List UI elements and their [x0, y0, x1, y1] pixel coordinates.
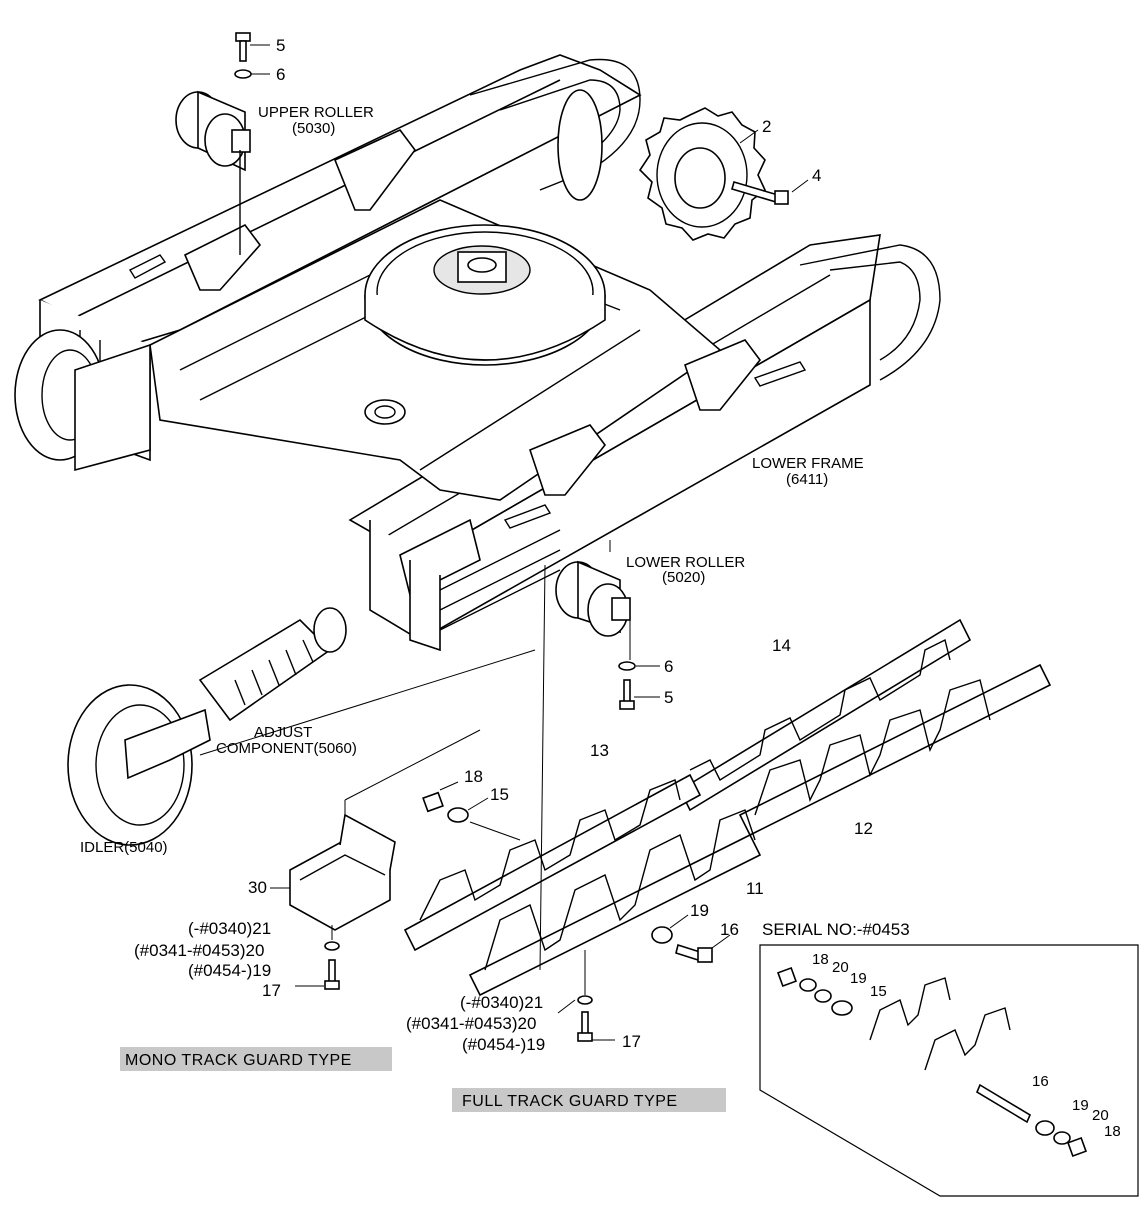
callout-16: 16 [720, 920, 739, 939]
idler-adjust-drawing [67, 607, 536, 846]
upper-roller-code: (5030) [292, 120, 335, 137]
inset-20b: 20 [1092, 1107, 1109, 1124]
full-banner: FULL TRACK GUARD TYPE [452, 1088, 726, 1112]
upper-roller-drawing [175, 32, 270, 255]
mono-banner-text: MONO TRACK GUARD TYPE [125, 1052, 352, 1069]
full-note-3: (#0454-)19 [462, 1035, 545, 1054]
mono-banner: MONO TRACK GUARD TYPE [120, 1047, 392, 1071]
callout-5-top: 5 [276, 36, 285, 55]
inset-title: SERIAL NO:-#0453 [762, 920, 910, 939]
lower-roller-code: (5020) [662, 569, 705, 586]
callout-6-top: 6 [276, 65, 285, 84]
sprocket-drawing [638, 107, 809, 241]
callout-18: 18 [464, 767, 483, 786]
track-guards-drawing [403, 564, 1052, 1042]
callout-17-full: 17 [622, 1032, 641, 1051]
mono-guard-drawing [270, 729, 481, 990]
inset-15: 15 [870, 983, 887, 1000]
inset-19a: 19 [850, 970, 867, 987]
full-note-1: (-#0340)21 [460, 993, 543, 1012]
callout-17-mono: 17 [262, 981, 281, 1000]
lower-frame-code: (6411) [786, 471, 828, 488]
inset-19b: 19 [1072, 1097, 1089, 1114]
lower-roller-label: LOWER ROLLER [626, 554, 745, 571]
callout-15: 15 [490, 785, 509, 804]
callout-30: 30 [248, 878, 267, 897]
callout-11: 11 [746, 879, 764, 898]
adjust-code: COMPONENT(5060) [216, 740, 357, 757]
lower-roller-drawing [555, 540, 660, 710]
serial-inset [759, 944, 1139, 1197]
mono-note-2: (#0341-#0453)20 [134, 941, 264, 960]
mono-note-1: (-#0340)21 [188, 919, 271, 938]
callout-14: 14 [772, 636, 791, 655]
inset-16: 16 [1032, 1073, 1049, 1090]
inset-18a: 18 [812, 951, 829, 968]
inset-20a: 20 [832, 959, 849, 976]
idler-label: IDLER(5040) [80, 839, 168, 856]
inset-18b: 18 [1104, 1123, 1121, 1140]
lower-frame-label: LOWER FRAME [752, 455, 864, 472]
callout-6-low: 6 [664, 657, 673, 676]
adjust-label: ADJUST [254, 724, 312, 741]
mono-note-3: (#0454-)19 [188, 961, 271, 980]
callout-12: 12 [854, 819, 873, 838]
upper-roller-label: UPPER ROLLER [258, 104, 374, 121]
full-note-2: (#0341-#0453)20 [406, 1014, 536, 1033]
callout-13: 13 [590, 741, 609, 760]
callout-2: 2 [762, 117, 771, 136]
callout-19: 19 [690, 901, 709, 920]
lower-frame-drawing [14, 54, 941, 652]
callout-5-low: 5 [664, 688, 673, 707]
callout-4: 4 [812, 166, 821, 185]
full-banner-text: FULL TRACK GUARD TYPE [462, 1093, 678, 1110]
labels: UPPER ROLLER (5030) LOWER FRAME (6411) L… [80, 36, 1121, 1140]
